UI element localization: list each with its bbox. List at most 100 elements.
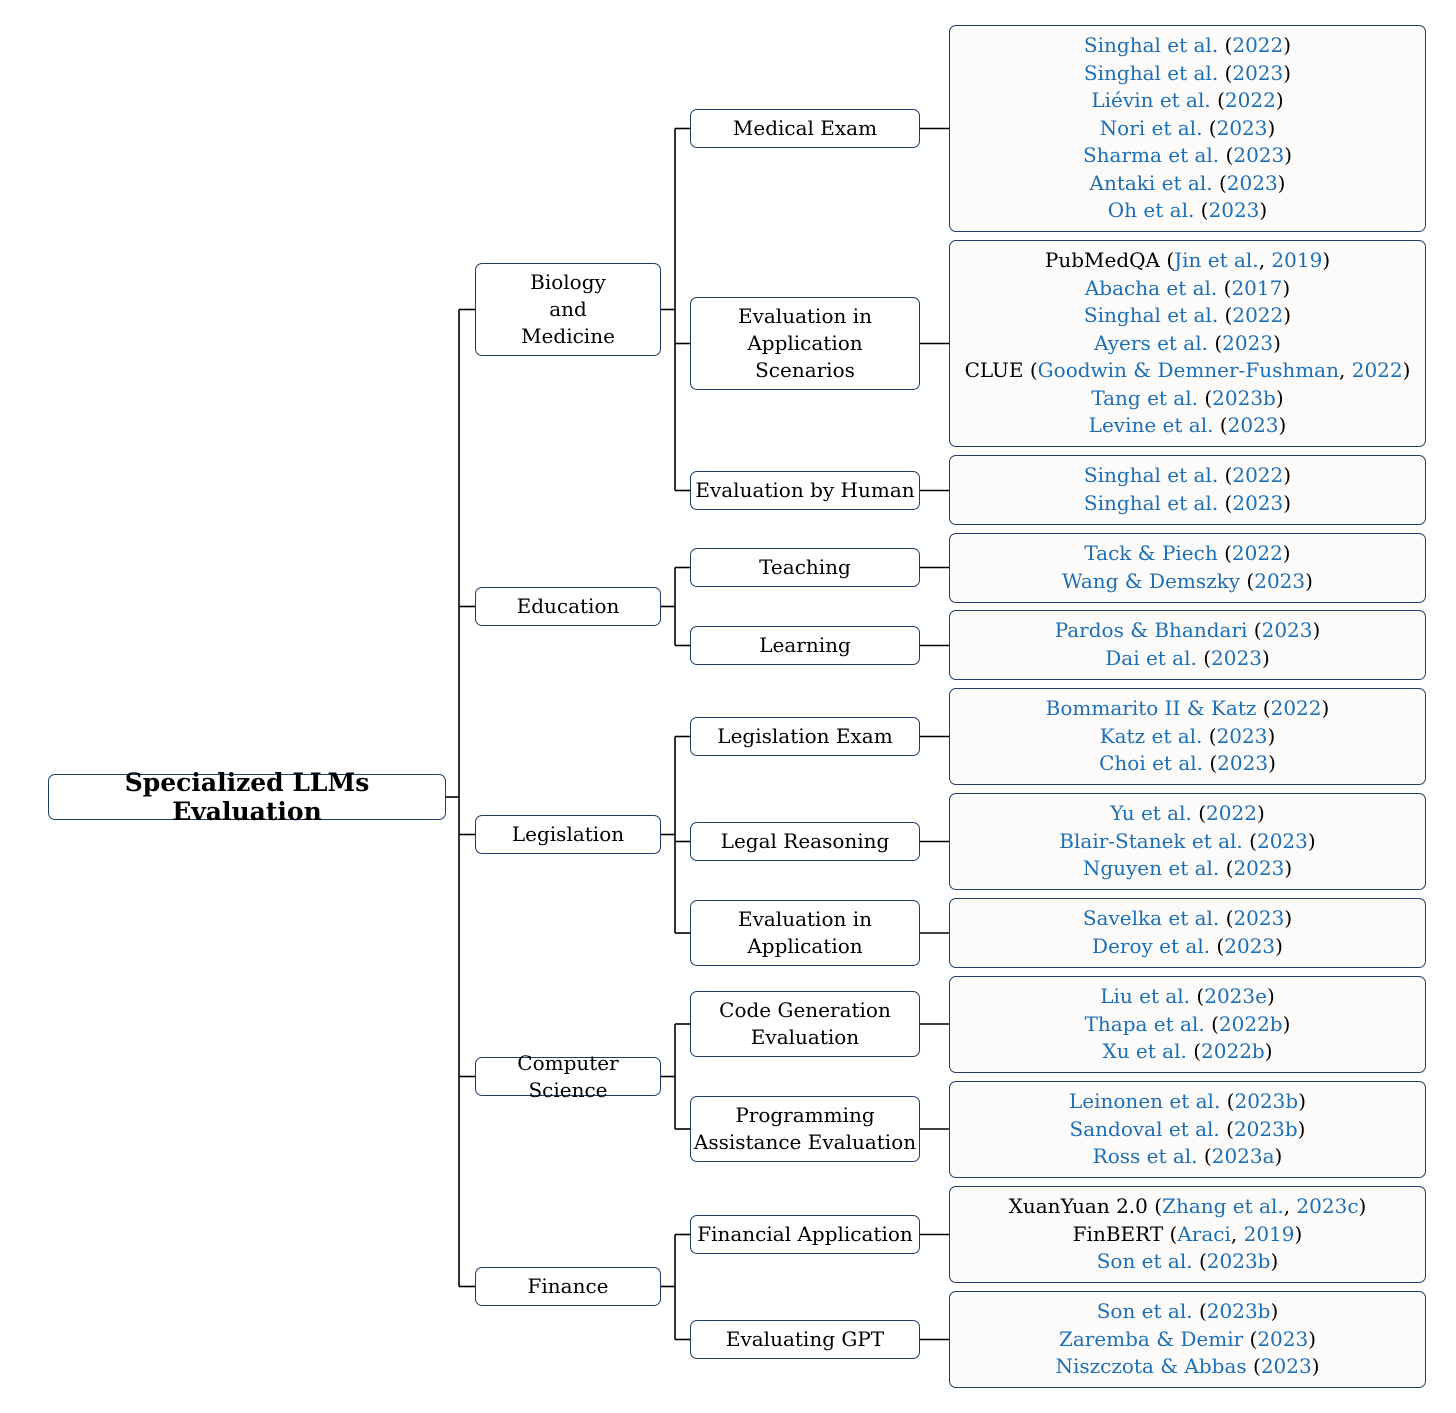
citation-link[interactable]: Xu et al. [1102, 1039, 1187, 1064]
citation-link[interactable]: Araci [1177, 1221, 1231, 1246]
citation-link[interactable]: 2023b [1212, 385, 1276, 410]
citation-link[interactable]: Abacha et al. [1084, 275, 1218, 300]
citation-link[interactable]: 2023b [1234, 1089, 1299, 1114]
citation-link[interactable]: 2023 [1256, 828, 1308, 853]
category-node-education: Education [475, 587, 661, 626]
citation-link[interactable]: 2023c [1296, 1194, 1359, 1219]
reference-entry: Antaki et al. (2023) [1090, 170, 1286, 198]
reference-entry: Pardos & Bhandari (2023) [1055, 617, 1321, 645]
citation-link[interactable]: 2019 [1271, 247, 1323, 272]
node-label: Financial Application [697, 1221, 913, 1248]
citation-link[interactable]: Blair-Stanek et al. [1059, 828, 1243, 853]
citation-link[interactable]: 2022 [1232, 463, 1284, 488]
citation-link[interactable]: 2022 [1232, 303, 1284, 328]
citation-link[interactable]: Son et al. [1096, 1249, 1193, 1274]
citation-link[interactable]: Levine et al. [1088, 413, 1214, 438]
subcategory-node-legal-reasoning: Legal Reasoning [690, 822, 920, 861]
citation-link[interactable]: Ross et al. [1092, 1144, 1198, 1169]
citation-link[interactable]: Niszczota & Abbas [1055, 1354, 1247, 1379]
citation-link[interactable]: 2022 [1206, 801, 1257, 826]
node-label-line: Computer Science [517, 1050, 619, 1102]
citation-link[interactable]: Jin et al. [1174, 247, 1259, 272]
citation-link[interactable]: Yu et al. [1110, 801, 1192, 826]
citation-link[interactable]: Singhal et al. [1083, 60, 1219, 85]
citation-link[interactable]: 2023 [1254, 569, 1306, 593]
citation-link[interactable]: 2023 [1233, 856, 1285, 881]
citation-link[interactable]: 2023 [1222, 330, 1274, 355]
node-label: Legislation Exam [717, 723, 892, 750]
citation-link[interactable]: Choi et al. [1099, 751, 1203, 776]
citation-link[interactable]: Ayers et al. [1094, 330, 1208, 355]
citation-link[interactable]: Goodwin & Demner-Fushman [1037, 358, 1339, 383]
citation-link[interactable]: 2023 [1211, 646, 1262, 670]
citation-link[interactable]: 2022b [1201, 1039, 1265, 1064]
node-label-line: Scenarios [755, 358, 855, 382]
citation-link[interactable]: 2022 [1270, 696, 1322, 721]
citation-link[interactable]: Bommarito II & Katz [1045, 696, 1257, 721]
citation-link[interactable]: 2023a [1211, 1144, 1275, 1169]
node-label-line: Evaluation in [737, 304, 872, 328]
citation-link[interactable]: 2023 [1232, 491, 1284, 515]
citation-link[interactable]: 2023 [1233, 143, 1285, 168]
reference-entry: Nguyen et al. (2023) [1083, 855, 1292, 883]
reference-entry: Leinonen et al. (2023b) [1069, 1088, 1306, 1116]
citation-link[interactable]: 2022 [1231, 541, 1283, 566]
citation-link[interactable]: 2023 [1260, 1354, 1312, 1379]
citation-link[interactable]: 2023 [1224, 934, 1276, 958]
citation-link[interactable]: 2023b [1206, 1299, 1271, 1324]
citation-link[interactable]: Sharma et al. [1082, 143, 1220, 168]
citation-link[interactable]: Sandoval et al. [1069, 1116, 1220, 1141]
citation-link[interactable]: 2023 [1233, 906, 1285, 931]
citation-link[interactable]: 2023b [1206, 1249, 1271, 1274]
citation-link[interactable]: 2023 [1257, 1326, 1309, 1351]
citation-link[interactable]: Liu et al. [1100, 984, 1191, 1009]
citation-link[interactable]: Dai et al. [1105, 646, 1197, 670]
citation-link[interactable]: Singhal et al. [1083, 491, 1219, 515]
reference-entry: Choi et al. (2023) [1099, 750, 1276, 778]
citation-link[interactable]: 2017 [1231, 275, 1283, 300]
citation-link[interactable]: 2022 [1232, 32, 1284, 57]
citation-link[interactable]: 2023e [1204, 984, 1267, 1009]
citation-link[interactable]: Singhal et al. [1083, 463, 1219, 488]
citation-link[interactable]: Nguyen et al. [1082, 856, 1220, 881]
reference-list-legislation-exam: Bommarito II & Katz (2022)Katz et al. (2… [949, 688, 1426, 785]
citation-link[interactable]: 2023 [1216, 115, 1268, 140]
citation-link[interactable]: 2022 [1351, 358, 1403, 383]
citation-link[interactable]: 2022b [1218, 1011, 1283, 1036]
citation-link[interactable]: Liévin et al. [1091, 88, 1211, 113]
citation-link[interactable]: Son et al. [1096, 1299, 1193, 1324]
citation-link[interactable]: Leinonen et al. [1069, 1089, 1221, 1114]
citation-link[interactable]: Pardos & Bhandari [1054, 618, 1248, 643]
citation-link[interactable]: Oh et al. [1107, 198, 1195, 223]
citation-link[interactable]: Antaki et al. [1089, 170, 1213, 195]
reference-text: ) [1321, 696, 1330, 721]
citation-link[interactable]: Thapa et al. [1084, 1011, 1205, 1036]
citation-link[interactable]: 2023 [1208, 198, 1260, 223]
citation-link[interactable]: 2023 [1232, 60, 1284, 85]
citation-link[interactable]: 2023 [1227, 413, 1279, 438]
citation-link[interactable]: Savelka et al. [1082, 906, 1220, 931]
subcategory-node-legislation-exam: Legislation Exam [690, 717, 920, 756]
reference-entry: Niszczota & Abbas (2023) [1055, 1353, 1319, 1381]
citation-link[interactable]: Tang et al. [1091, 385, 1198, 410]
citation-link[interactable]: Zhang et al. [1162, 1194, 1284, 1219]
citation-link[interactable]: 2023 [1216, 723, 1268, 748]
citation-link[interactable]: Tack & Piech [1084, 541, 1218, 566]
citation-link[interactable]: 2022 [1224, 88, 1276, 113]
citation-link[interactable]: 2019 [1243, 1221, 1295, 1246]
reference-entry: Liévin et al. (2022) [1091, 87, 1283, 115]
citation-link[interactable]: 2023 [1226, 170, 1278, 195]
reference-text: FinBERT ( [1072, 1221, 1178, 1246]
citation-link[interactable]: Singhal et al. [1083, 303, 1219, 328]
citation-link[interactable]: Katz et al. [1099, 723, 1203, 748]
citation-link[interactable]: Nori et al. [1099, 115, 1203, 140]
citation-link[interactable]: Zaremba & Demir [1058, 1326, 1244, 1351]
reference-text: ) [1283, 463, 1292, 488]
citation-link[interactable]: 2023 [1261, 618, 1313, 643]
reference-text: XuanYuan 2.0 ( [1008, 1194, 1163, 1219]
citation-link[interactable]: Singhal et al. [1083, 32, 1219, 57]
citation-link[interactable]: 2023b [1233, 1116, 1298, 1141]
citation-link[interactable]: Deroy et al. [1092, 934, 1211, 958]
citation-link[interactable]: Wang & Demszky [1062, 569, 1241, 593]
citation-link[interactable]: 2023 [1217, 751, 1269, 776]
